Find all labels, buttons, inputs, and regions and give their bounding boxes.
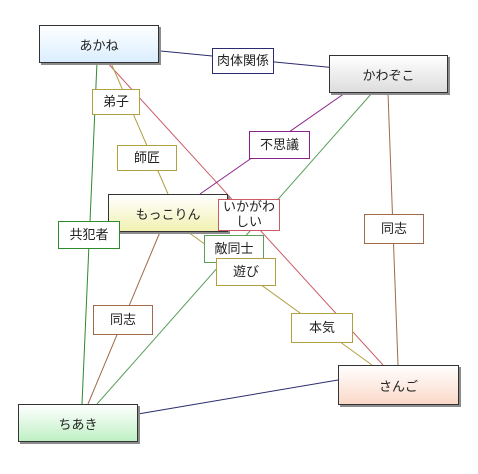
edge-label-doushi-right: 同志 xyxy=(364,214,424,244)
edge-label-deshi: 弟子 xyxy=(92,89,140,115)
edge-label-asobi: 遊び xyxy=(216,258,276,286)
edge-label-honki: 本気 xyxy=(291,313,353,343)
node-sango[interactable]: さんご xyxy=(338,365,459,405)
node-chiaki[interactable]: ちあき xyxy=(18,404,138,442)
node-mokkorin[interactable]: もっこりん xyxy=(108,194,228,232)
edge-akane-mokkorin xyxy=(110,62,169,195)
edge-label-fushigi: 不思議 xyxy=(249,131,310,159)
edge-label-ikagawashii: いかがわ しい xyxy=(218,199,280,231)
edge-sango-chiaki xyxy=(137,379,339,415)
node-kawazoko[interactable]: かわぞこ xyxy=(329,55,448,93)
edge-label-doushi-left: 同志 xyxy=(93,305,153,335)
edge-label-shishou: 師匠 xyxy=(117,145,177,171)
edge-label-nikutai-kankei: 肉体関係 xyxy=(212,48,274,74)
node-akane[interactable]: あかね xyxy=(39,25,159,63)
edge-label-kyouhansha: 共犯者 xyxy=(58,221,120,249)
